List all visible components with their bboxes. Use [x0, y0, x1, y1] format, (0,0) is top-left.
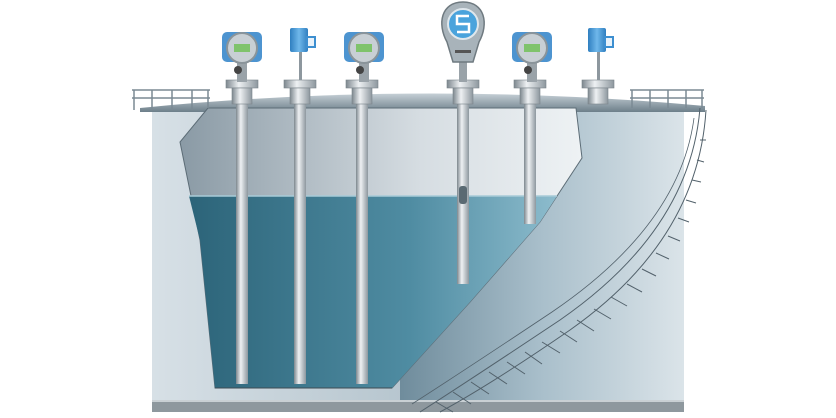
tank-roof [140, 93, 705, 112]
transmitter-icon [222, 32, 262, 82]
nozzle-flanges [225, 79, 615, 105]
transmitter-icon [588, 28, 614, 80]
railing-left [132, 89, 210, 110]
gauge-icon [441, 1, 485, 82]
transmitter-icon [344, 32, 384, 82]
spiral-staircase [411, 107, 707, 413]
transmitter-icon [290, 28, 316, 80]
railing-right [630, 89, 704, 108]
transmitter-icon [512, 32, 552, 82]
